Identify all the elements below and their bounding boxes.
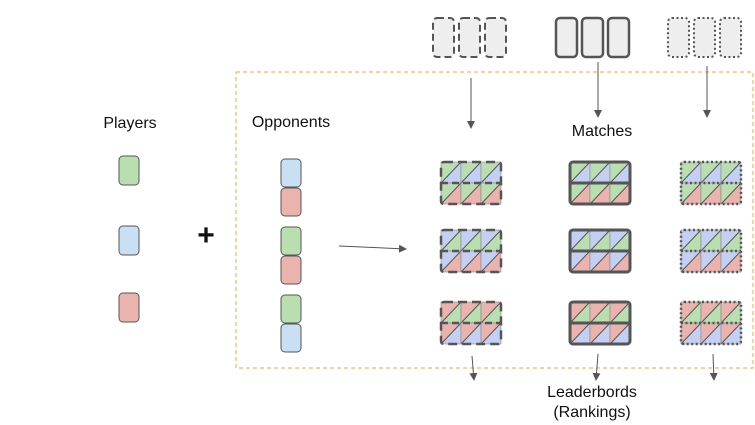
matching-process-boundary xyxy=(235,71,754,369)
rankings-label: (Rankings) xyxy=(553,404,630,421)
template-card-dashed xyxy=(432,17,455,58)
match-diagonal xyxy=(720,322,742,345)
opponents-to-matches-arrow xyxy=(338,244,407,253)
template-card-dotted xyxy=(693,17,716,58)
match-grid-solid-blue xyxy=(568,228,632,274)
opponents-column xyxy=(280,158,302,353)
match-grid-dashed-blue xyxy=(439,228,503,274)
match-diagonal xyxy=(700,322,722,345)
matches-label: Matches xyxy=(572,123,632,140)
match-diagonal xyxy=(569,250,591,273)
opponents-label: Opponents xyxy=(252,114,330,131)
match-diagonal xyxy=(589,182,611,205)
template-card-dotted xyxy=(667,17,690,58)
match-diagonal xyxy=(720,250,742,273)
match-diagonal xyxy=(569,161,591,184)
match-diagonal xyxy=(589,250,611,273)
player-card-blue xyxy=(118,225,140,256)
leaderboard-arrow-dashed xyxy=(469,355,478,381)
match-diagonal xyxy=(589,322,611,345)
match-diagonal xyxy=(700,229,722,252)
match-diagonal xyxy=(440,229,462,252)
match-diagonal xyxy=(480,250,502,273)
match-diagonal xyxy=(569,229,591,252)
leaderboards-label: Leaderbords xyxy=(547,384,637,401)
template-card-dotted xyxy=(719,17,742,58)
opponent-card-2-red xyxy=(280,255,302,285)
match-diagonal xyxy=(609,250,631,273)
match-diagonal xyxy=(440,250,462,273)
match-diagonal xyxy=(480,322,502,345)
players-column xyxy=(118,155,140,323)
template-card-dashed xyxy=(484,17,507,58)
match-diagonal xyxy=(700,161,722,184)
match-diagonal xyxy=(460,182,482,205)
match-grid-dotted-blue xyxy=(679,228,743,274)
match-diagonal xyxy=(460,229,482,252)
match-diagonal xyxy=(680,301,702,324)
opponent-card-3-blue xyxy=(280,323,302,353)
match-diagonal xyxy=(440,182,462,205)
match-diagonal xyxy=(440,322,462,345)
match-diagonal xyxy=(680,250,702,273)
match-diagonal xyxy=(480,301,502,324)
leaderboard-arrow-solid xyxy=(592,353,601,381)
opponent-card-1-red xyxy=(280,187,302,217)
plus-sign: + xyxy=(197,219,215,252)
match-diagonal xyxy=(609,161,631,184)
match-templates xyxy=(432,16,742,59)
match-diagonal xyxy=(720,229,742,252)
match-diagonal xyxy=(460,322,482,345)
match-diagonal xyxy=(460,161,482,184)
template-card-solid xyxy=(580,16,605,59)
match-diagonal xyxy=(609,301,631,324)
match-diagonal xyxy=(460,250,482,273)
players-label: Players xyxy=(103,115,156,132)
match-diagonal xyxy=(609,229,631,252)
template-card-solid xyxy=(554,16,579,59)
player-card-red xyxy=(118,292,140,323)
match-diagonal xyxy=(460,301,482,324)
match-diagonal xyxy=(569,301,591,324)
match-diagonal xyxy=(480,229,502,252)
match-diagonal xyxy=(680,322,702,345)
player-card-green xyxy=(118,155,140,186)
match-diagonal xyxy=(589,229,611,252)
match-diagonal xyxy=(680,182,702,205)
match-diagonal xyxy=(480,161,502,184)
match-diagonal xyxy=(609,182,631,205)
matches-grid xyxy=(439,160,743,346)
opponent-card-1-blue xyxy=(280,158,302,188)
match-diagonal xyxy=(440,301,462,324)
match-grid-dashed-red xyxy=(439,300,503,346)
match-diagonal xyxy=(569,322,591,345)
match-grid-dashed-green xyxy=(439,160,503,206)
template-card-dashed xyxy=(458,17,481,58)
match-diagonal xyxy=(609,322,631,345)
match-diagonal xyxy=(720,182,742,205)
match-diagonal xyxy=(700,250,722,273)
match-grid-dotted-red xyxy=(679,300,743,346)
match-diagonal xyxy=(480,182,502,205)
match-diagonal xyxy=(589,301,611,324)
leaderboard-arrow-dotted xyxy=(709,353,718,381)
opponent-card-2-green xyxy=(280,226,302,256)
match-diagonal xyxy=(720,161,742,184)
match-diagonal xyxy=(589,161,611,184)
match-diagonal xyxy=(680,161,702,184)
match-grid-dotted-green xyxy=(679,160,743,206)
template-card-solid xyxy=(606,16,631,59)
match-diagonal xyxy=(700,301,722,324)
match-diagonal xyxy=(680,229,702,252)
match-diagonal xyxy=(700,182,722,205)
match-diagonal xyxy=(440,161,462,184)
match-diagonal xyxy=(720,301,742,324)
match-diagonal xyxy=(569,182,591,205)
match-grid-solid-red xyxy=(568,300,632,346)
match-grid-solid-green xyxy=(568,160,632,206)
opponent-card-3-green xyxy=(280,294,302,324)
